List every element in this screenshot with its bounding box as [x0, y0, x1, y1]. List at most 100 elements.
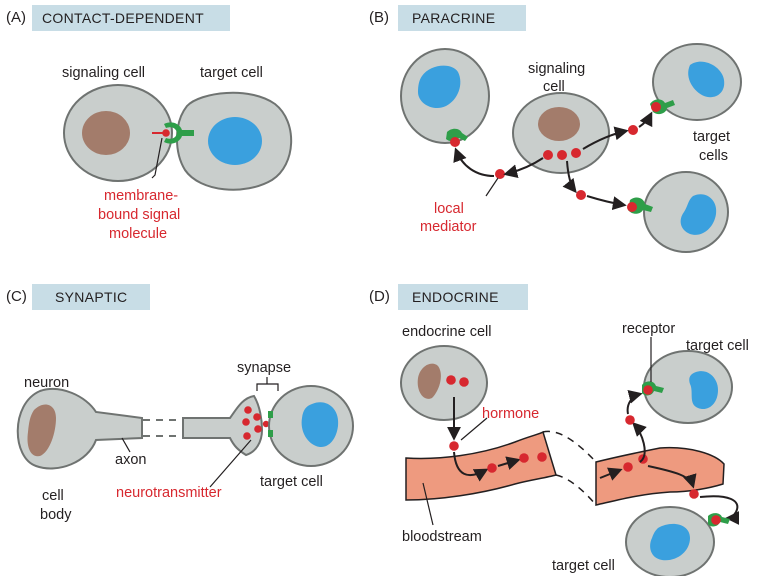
panel-b-title-box [398, 5, 526, 31]
paracrine-target-nucleus-3 [680, 194, 717, 235]
bloodstream-gap-dashes [542, 430, 597, 506]
diffusion-arrow [503, 157, 544, 179]
panel-b-letter: (B) [369, 9, 389, 26]
local-mediator-dot [627, 202, 637, 212]
paracrine-signaling-label-2: cell [543, 79, 565, 95]
axon-label: axon [115, 452, 146, 468]
local-mediator-label-2: mediator [420, 219, 477, 235]
endocrine-target-nucleus-bottom [650, 523, 690, 561]
panel-d-title-box [398, 284, 528, 310]
axon-gap-dashes [143, 419, 182, 437]
target-cell-label: target cell [200, 65, 263, 81]
synapse-bracket [256, 377, 279, 391]
neuron-label: neuron [24, 375, 69, 391]
endocrine-cell-label: endocrine cell [402, 324, 491, 340]
local-mediator-dot [651, 102, 661, 112]
local-mediator-dot [557, 150, 567, 160]
panel-b-title: PARACRINE [412, 10, 495, 26]
mediator-leader-line [485, 177, 499, 197]
neurotransmitter-leader-line [209, 439, 252, 488]
receptor-icon [446, 128, 468, 142]
bloodstream-leader-line [422, 482, 434, 526]
axon-leader-line [121, 437, 131, 453]
synaptic-target-nucleus [301, 402, 339, 448]
panel-d-letter: (D) [369, 288, 390, 305]
membrane-bound-signal [162, 129, 170, 137]
signaling-cell-nucleus [82, 111, 130, 155]
hormone-dot [689, 489, 699, 499]
hormone-dot [537, 452, 547, 462]
hormone-arrow [632, 422, 647, 463]
endocrine-cell-nucleus [417, 363, 441, 399]
endocrine-target-cell-top-label: target cell [686, 338, 749, 354]
diffusion-arrow [562, 160, 577, 194]
hormone-dot [711, 515, 721, 525]
hormone-arrow [699, 495, 740, 525]
local-mediator-dot [576, 190, 586, 200]
signal-molecule-label-1: membrane- [104, 188, 178, 204]
panel-c-title-box [32, 284, 150, 310]
hormone-dot [459, 377, 469, 387]
neurotransmitter-dot [244, 406, 252, 414]
local-mediator-dot [450, 137, 460, 147]
panel-synaptic: (C) SYNAPTIC neuron synapse axon cell bo… [6, 284, 354, 523]
hormone-dot [623, 462, 633, 472]
hormone-arrow [599, 467, 623, 481]
local-mediator-dot [571, 148, 581, 158]
panel-contact-dependent: (A) CONTACT-DEPENDENT signaling cell tar… [6, 5, 293, 242]
hormone-leader-line [460, 417, 488, 441]
hormone-arrow [453, 451, 489, 482]
hormone-arrow [626, 389, 643, 415]
panel-endocrine: (D) ENDOCRINE endocrine cell [369, 284, 749, 576]
local-mediator-dot [495, 169, 505, 179]
axon-terminal [182, 394, 264, 457]
panel-c-letter: (C) [6, 288, 27, 305]
target-cell-nucleus [208, 117, 262, 165]
panel-a-title-box [32, 5, 230, 31]
hormone-dot [446, 375, 456, 385]
neuron-nucleus [27, 404, 56, 457]
signal-leader-line [151, 137, 163, 179]
signaling-cell-label: signaling cell [62, 65, 145, 81]
cell-body-label-1: cell [42, 488, 64, 504]
hormone-dot [487, 463, 497, 473]
panel-a-letter: (A) [6, 9, 26, 26]
bloodstream-label: bloodstream [402, 529, 482, 545]
synaptic-target-cell-label: target cell [260, 474, 323, 490]
panel-c-title: SYNAPTIC [55, 289, 127, 305]
receptor-icon [164, 122, 194, 144]
hormone-label: hormone [482, 406, 539, 422]
endocrine-target-nucleus-top [689, 371, 718, 410]
bloodstream-left-segment [405, 430, 557, 501]
signal-molecule-label-3: molecule [109, 226, 167, 242]
cell-body-label-2: body [40, 507, 72, 523]
neurotransmitter-dot [242, 418, 250, 426]
paracrine-target-nucleus-1 [418, 65, 461, 109]
paracrine-signaling-label-1: signaling [528, 61, 585, 77]
target-cells-label-2: cells [699, 148, 728, 164]
target-cells-label-1: target [693, 129, 730, 145]
receptor-icon [268, 430, 273, 437]
neurotransmitter-label: neurotransmitter [116, 485, 222, 501]
panel-d-title: ENDOCRINE [412, 289, 499, 305]
hormone-dot [625, 415, 635, 425]
neurotransmitter-dot [253, 413, 261, 421]
signal-molecule-label-2: bound signal [98, 207, 180, 223]
hormone-dot [643, 385, 653, 395]
panel-paracrine: (B) PARACRINE signaling cell [369, 5, 742, 253]
endocrine-cell [400, 345, 488, 421]
neurotransmitter-dot [243, 432, 251, 440]
endocrine-target-cell-bottom-label: target cell [552, 558, 615, 574]
local-mediator-label-1: local [434, 201, 464, 217]
hormone-arrow [647, 465, 697, 489]
hormone-arrow [497, 456, 521, 470]
paracrine-target-nucleus-2 [688, 61, 725, 98]
diffusion-arrow [638, 111, 653, 128]
diffusion-arrow [453, 147, 495, 177]
diffusion-arrow [586, 195, 627, 211]
paracrine-signaling-nucleus [538, 107, 580, 141]
neurotransmitter-dot [254, 425, 262, 433]
hormone-dot [519, 453, 529, 463]
local-mediator-dot [628, 125, 638, 135]
